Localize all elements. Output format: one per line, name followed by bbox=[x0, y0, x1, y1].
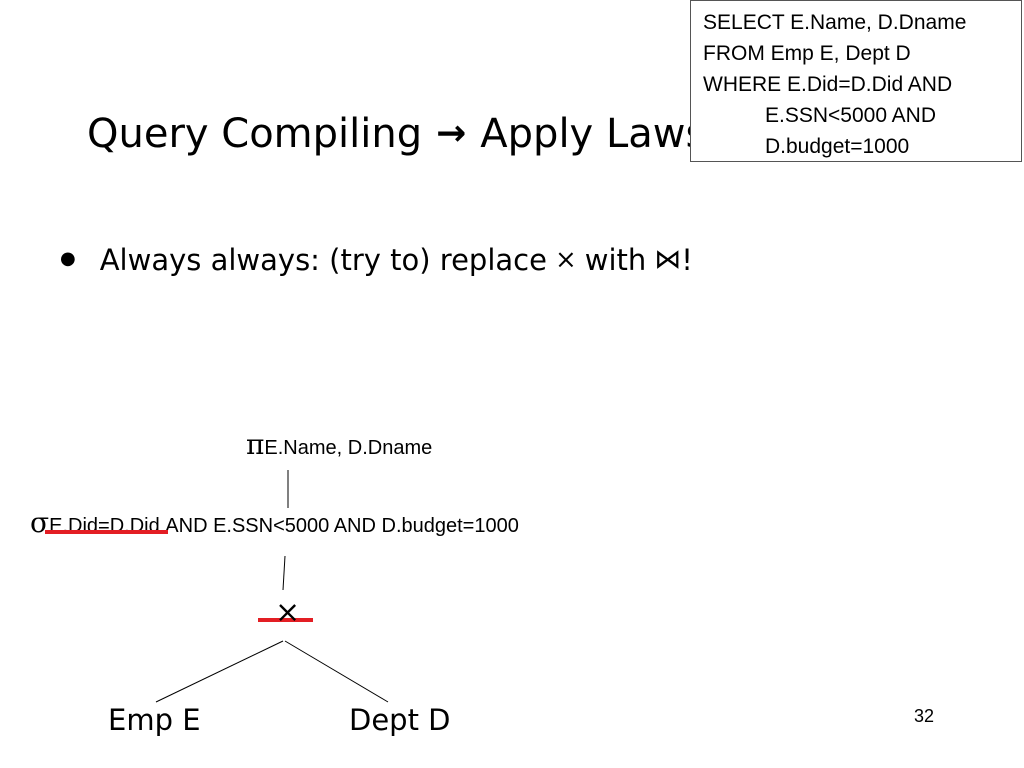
right-arrow-icon: → bbox=[436, 113, 467, 154]
cross-product-node: × bbox=[275, 595, 301, 630]
selection-node: σE.Did=D.Did AND E.SSN<5000 AND D.budget… bbox=[30, 506, 519, 539]
bullet-dot-icon: ● bbox=[60, 248, 76, 269]
projection-attributes: E.Name, D.Dname bbox=[264, 437, 433, 459]
sigma-symbol: σ bbox=[30, 506, 50, 539]
struck-join-condition: E.Did=D.Did bbox=[45, 515, 168, 537]
leaf-emp: Emp E bbox=[108, 703, 201, 737]
bullet-text-middle: with bbox=[584, 243, 647, 277]
sql-query-box: SELECT E.Name, D.Dname FROM Emp E, Dept … bbox=[690, 0, 1022, 162]
projection-node: πE.Name, D.Dname bbox=[246, 428, 432, 461]
sql-line-budget: D.budget=1000 bbox=[765, 135, 910, 158]
title-text: Query Compiling bbox=[87, 111, 423, 157]
sql-line-select: SELECT E.Name, D.Dname bbox=[703, 11, 967, 34]
remaining-condition: AND E.SSN<5000 AND D.budget=1000 bbox=[159, 515, 519, 537]
sql-line-from: FROM Emp E, Dept D bbox=[703, 42, 911, 65]
slide-title: Query Compiling → Apply Laws bbox=[87, 108, 706, 160]
edge-product-dept bbox=[284, 640, 389, 703]
edge-sigma-product bbox=[282, 555, 286, 591]
sql-line-ssn: E.SSN<5000 AND bbox=[765, 104, 937, 127]
sql-line-where: WHERE E.Did=D.Did AND bbox=[703, 73, 953, 96]
join-icon: ⋈ bbox=[654, 244, 682, 275]
bullet-item: ● Always always: (try to) replace × with… bbox=[60, 240, 693, 280]
page-number: 32 bbox=[914, 706, 935, 726]
bullet-text-before: Always always: (try to) replace bbox=[99, 243, 547, 277]
cross-product-icon: × bbox=[554, 245, 577, 275]
pi-symbol: π bbox=[246, 428, 265, 461]
title-rest: Apply Laws bbox=[480, 111, 707, 157]
bullet-text-after: ! bbox=[681, 243, 693, 277]
leaf-dept: Dept D bbox=[349, 703, 451, 737]
edge-product-emp bbox=[155, 640, 284, 703]
